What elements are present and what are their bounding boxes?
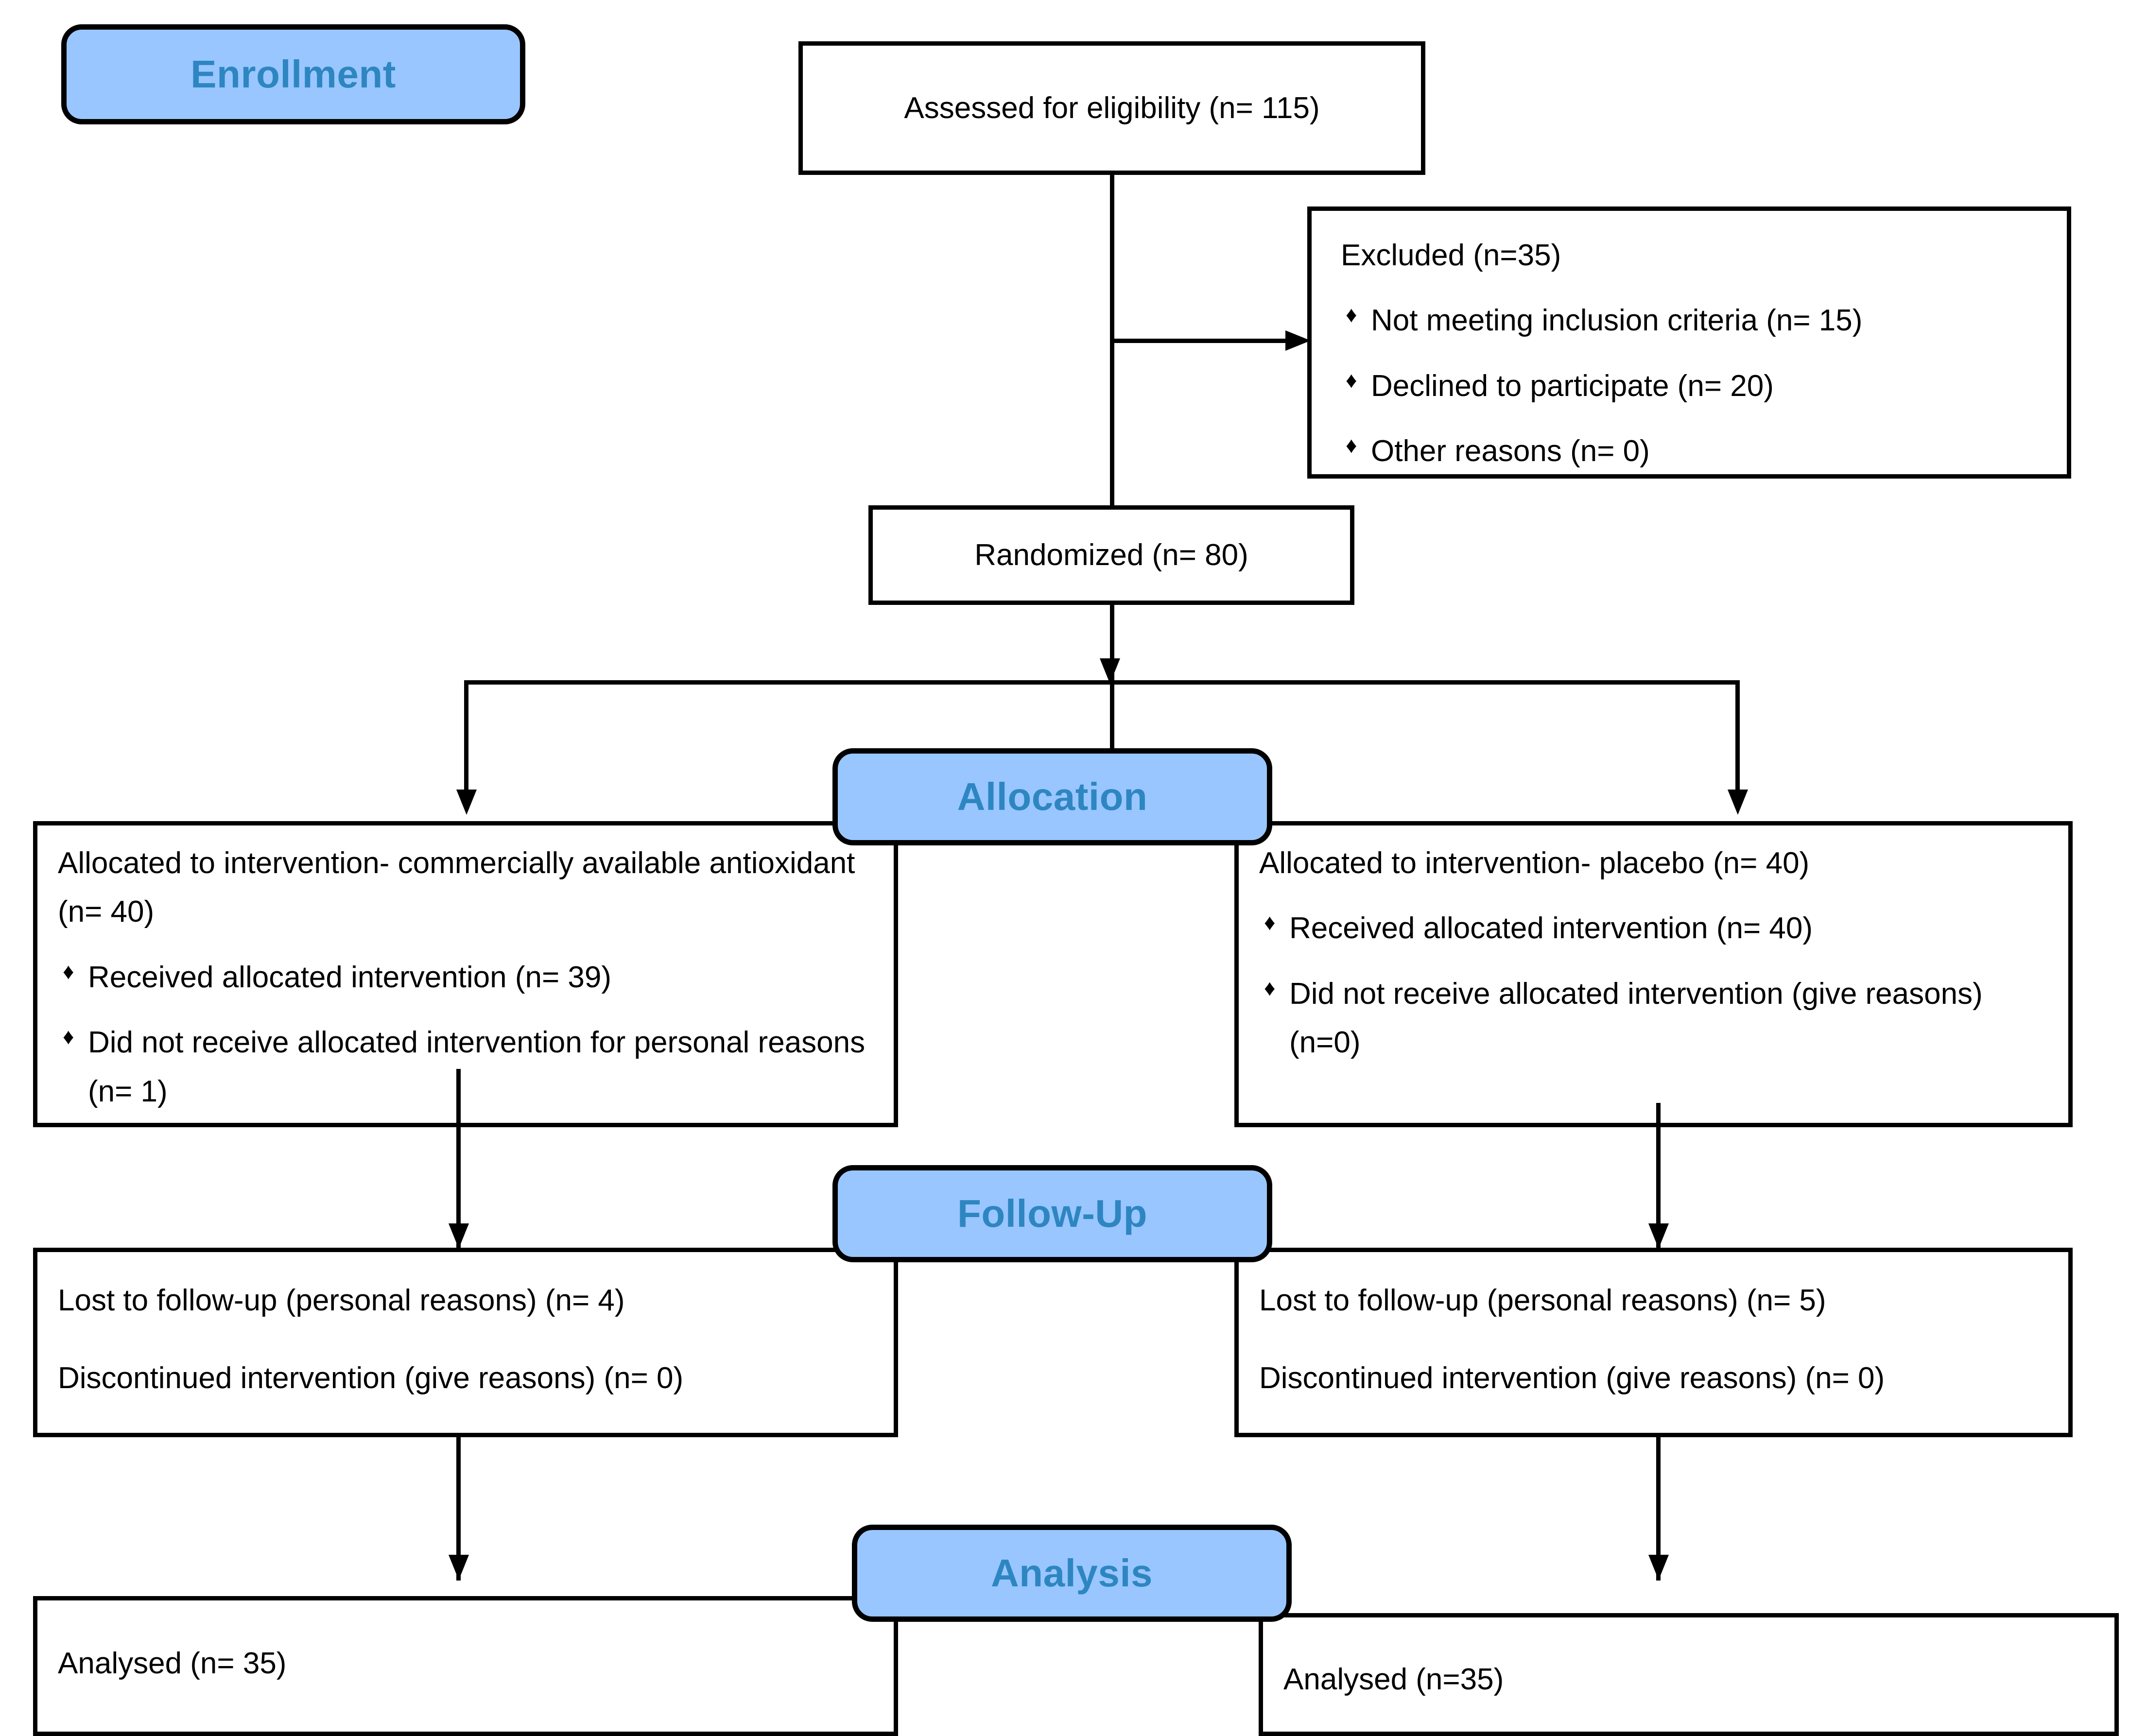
arrow-randomized-split: [1100, 658, 1120, 684]
allocation-split-left-drop: [464, 680, 468, 802]
allocation-left-box: Allocated to intervention- commercially …: [33, 821, 898, 1127]
connector-alloc-left-to-followup: [456, 1069, 461, 1249]
excluded-reason-item: Other reasons (n= 0): [1341, 427, 2047, 476]
analysis-right-box: Analysed (n=35): [1259, 1613, 2119, 1736]
excluded-box: Excluded (n=35) Not meeting inclusion cr…: [1307, 206, 2071, 479]
analysis-left-text: Analysed (n= 35): [58, 1647, 287, 1680]
connector-followup-right-to-analysis: [1656, 1437, 1661, 1581]
allocation-right-box: Allocated to intervention- placebo (n= 4…: [1234, 821, 2073, 1127]
arrow-allocation-left: [456, 790, 477, 815]
followup-left-line: Lost to follow-up (personal reasons) (n=…: [58, 1284, 625, 1317]
allocation-right-item: Did not receive allocated intervention (…: [1259, 970, 2054, 1067]
connector-alloc-right-to-followup: [1656, 1103, 1661, 1249]
excluded-heading: Excluded (n=35): [1341, 239, 1561, 272]
stage-band-allocation: Allocation: [832, 748, 1272, 845]
arrow-followup-right: [1648, 1223, 1669, 1249]
followup-left-line: Discontinued intervention (give reasons)…: [58, 1361, 684, 1395]
stage-band-analysis-label: Analysis: [990, 1551, 1153, 1595]
allocation-left-item: Received allocated intervention (n= 39): [58, 953, 879, 1002]
excluded-reason-item: Not meeting inclusion criteria (n= 15): [1341, 296, 2047, 345]
analysis-right-text: Analysed (n=35): [1283, 1663, 1504, 1696]
followup-left-box: Lost to follow-up (personal reasons) (n=…: [33, 1248, 898, 1437]
analysis-left-box: Analysed (n= 35): [33, 1596, 898, 1736]
followup-right-line: Discontinued intervention (give reasons)…: [1259, 1361, 1885, 1395]
arrow-analysis-right: [1648, 1555, 1669, 1580]
randomized-box: Randomized (n= 80): [868, 505, 1354, 605]
connector-assessed-to-excluded: [1110, 339, 1290, 343]
stage-band-allocation-label: Allocation: [957, 775, 1148, 818]
allocation-right-item: Received allocated intervention (n= 40): [1259, 904, 2054, 953]
allocation-left-heading: Allocated to intervention- commercially …: [58, 846, 855, 929]
arrow-to-excluded: [1285, 330, 1311, 351]
assessed-for-eligibility-text: Assessed for eligibility (n= 115): [904, 91, 1320, 125]
connector-followup-left-to-analysis: [456, 1437, 461, 1581]
arrow-followup-left: [449, 1223, 469, 1249]
followup-right-line: Lost to follow-up (personal reasons) (n=…: [1259, 1284, 1826, 1317]
assessed-for-eligibility-box: Assessed for eligibility (n= 115): [798, 41, 1425, 175]
allocation-right-list: Received allocated intervention (n= 40) …: [1259, 904, 2054, 1067]
stage-band-followup: Follow-Up: [832, 1165, 1272, 1262]
stage-band-analysis: Analysis: [852, 1525, 1292, 1622]
stage-band-enrollment-label: Enrollment: [190, 52, 396, 96]
allocation-split-right-drop: [1735, 680, 1740, 802]
followup-right-box: Lost to follow-up (personal reasons) (n=…: [1234, 1248, 2073, 1437]
excluded-reason-list: Not meeting inclusion criteria (n= 15) D…: [1341, 296, 2047, 476]
arrow-allocation-right: [1728, 790, 1748, 815]
stage-band-enrollment: Enrollment: [61, 24, 525, 124]
allocation-left-list: Received allocated intervention (n= 39) …: [58, 953, 879, 1116]
arrow-analysis-left: [449, 1555, 469, 1580]
randomized-text: Randomized (n= 80): [974, 538, 1248, 572]
excluded-reason-item: Declined to participate (n= 20): [1341, 362, 2047, 411]
stage-band-followup-label: Follow-Up: [957, 1192, 1148, 1235]
allocation-left-item: Did not receive allocated intervention f…: [58, 1018, 879, 1116]
allocation-right-heading: Allocated to intervention- placebo (n= 4…: [1259, 846, 1810, 880]
